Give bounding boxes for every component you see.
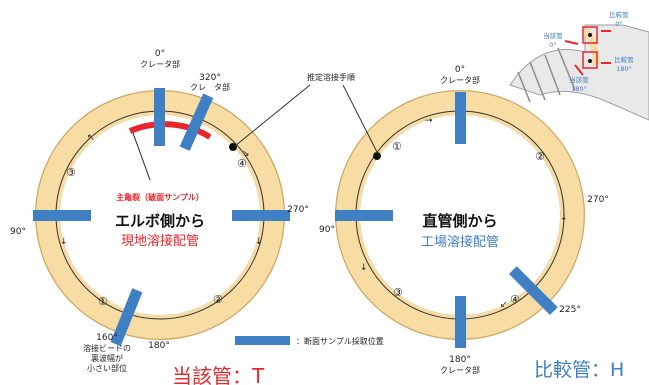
left-deg-180: 180° [148,341,170,351]
left-deg-90: 90° [10,227,26,237]
right-seq-d: ④ [510,293,520,306]
right-title: 直管側から [422,212,497,230]
legend-swatch [235,336,290,345]
left-marker-320 [179,93,214,151]
right-deg-270: 270° [587,195,609,205]
inset-target0-deg: 0° [549,41,556,49]
inset-arrow-4 [574,64,584,76]
weld-sequence-leader-right [342,84,379,155]
left-marker-270 [232,210,290,221]
main-crack-arc [128,121,212,140]
left-arrow-2: ↘ [242,149,250,159]
inset-arrow-1 [564,40,579,45]
left-marker-160 [110,288,143,347]
elbow-body [509,24,649,121]
right-deg-90: 90° [319,225,335,235]
left-crack-leader [132,132,151,181]
right-deg-180: 180° [449,355,471,365]
inset-comp0-deg: 0° [615,20,622,28]
right-seq-a: ① [392,140,402,153]
left-crater-320: クレ タ部 [190,82,230,92]
left-seq-c: ① [98,295,108,308]
left-note-3: 小さい部位 [87,363,127,373]
left-seq-b: ④ [237,157,247,170]
left-arrow-1: ↖ [87,133,95,143]
left-ring-group: ↖ ↘ ↓ ↓ ③ ④ ① ② 0° クレータ部 320° クレ タ部 主亀裂（… [10,49,309,373]
left-deg-0: 0° [155,49,165,59]
right-marker-180 [455,296,466,348]
right-subtitle: 工場溶接配管 [421,234,499,250]
right-ring-group: → ↓ ↓ ↙ ① ② ③ ④ 0° クレータ部 直管側から 工場溶接配管 90… [319,65,609,375]
pipe-label-right: 比較管：H [534,359,624,381]
left-seq-a: ③ [66,166,76,179]
right-crater-bottom: クレータ部 [440,365,480,375]
left-subtitle: 現地溶接配管 [121,233,199,249]
right-deg-225: 225° [559,305,581,315]
left-crater-top: クレータ部 [140,59,180,69]
left-arrow-4: ↓ [255,237,263,247]
legend: ：断面サンプル採取位置 [235,336,384,346]
left-deg-160: 160° [96,333,118,343]
weld-sequence-callout: 推定溶接手順 [234,72,379,155]
right-marker-90 [335,210,393,221]
left-deg-320: 320° [199,73,221,83]
left-start-dot [229,143,237,151]
weld-sequence-leader-left [234,84,311,147]
pipe-label-left: 当該管：T [172,364,265,385]
inset-comp180: 比較管 [614,55,634,64]
right-arrow-4: ↙ [500,300,508,310]
right-start-dot [373,152,381,160]
right-arrow-2: ↓ [560,213,568,223]
left-note-1: 溶接ビードの [83,343,131,353]
left-seq-d: ② [213,293,223,306]
main-crack-label: 主亀裂（破面サンプル） [116,192,204,202]
left-title: エルボ側から [115,212,205,230]
left-arrow-3: ↓ [60,237,68,247]
right-marker-0 [455,92,466,144]
legend-text: ：断面サンプル採取位置 [296,336,384,346]
inset-box-top [582,26,598,44]
right-seq-b: ② [535,150,545,163]
right-marker-225 [508,266,558,316]
right-deg-0: 0° [455,65,465,75]
inset-target0: 当該管 [543,31,563,40]
left-note-2: 裏波幅が [91,353,123,363]
inset-comp180-deg: 180° [616,65,632,73]
inset-target180: 当該管 [569,75,589,84]
right-crater-top: クレータ部 [440,75,480,85]
elbow-inset: 比較管 0° 当該管 0° 比較管 180° 当該管 180° [509,10,649,121]
left-marker-0 [154,88,165,146]
right-arrow-1: → [425,116,433,126]
left-deg-270: 270° [287,205,309,215]
weld-sequence-label: 推定溶接手順 [307,72,355,82]
inset-target180-deg: 180° [571,85,587,93]
right-arrow-3: ↓ [360,263,368,273]
inset-comp0: 比較管 [609,10,629,19]
left-marker-90 [33,210,91,221]
inset-box-bottom [582,51,598,69]
right-seq-c: ③ [393,286,403,299]
